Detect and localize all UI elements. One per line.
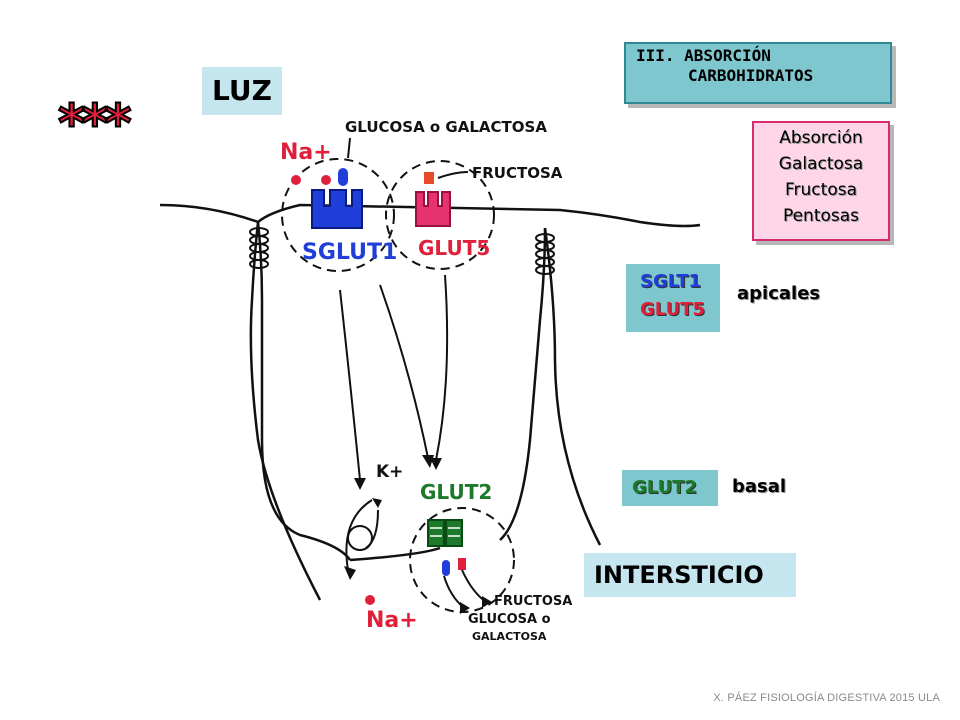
footer-credit: X. PÁEZ FISIOLOGÍA DIGESTIVA 2015 ULA — [713, 692, 940, 704]
glucosa-galactosa-label: GLUCOSA o GALACTOSA — [345, 118, 547, 136]
absorcion-item-fructosa: Fructosa — [785, 180, 857, 200]
glut5-transporter — [415, 172, 451, 227]
na-top-label: Na+ — [280, 140, 332, 165]
glucosa-pointer — [347, 137, 351, 159]
apical-transporters-box: SGLT1 GLUT5 — [626, 264, 720, 332]
pump-arrow-in — [372, 498, 382, 508]
glut2-label: GLUT2 — [420, 480, 493, 504]
apical-glut5: GLUT5 — [640, 299, 706, 320]
fructosa-pointer — [437, 171, 469, 179]
apical-membrane — [159, 203, 701, 228]
galactosa-label: GALACTOSA — [472, 630, 547, 643]
basal-membrane — [349, 546, 441, 562]
glucosa-o-label: GLUCOSA o — [468, 612, 551, 627]
sglut1-transporter — [311, 168, 363, 229]
title-line-1: III. ABSORCIÓN — [636, 46, 771, 65]
right-cell-wall — [499, 227, 547, 541]
k-label: K+ — [376, 462, 404, 482]
glut5-label: GLUT5 — [418, 236, 491, 260]
basal-label: basal — [732, 476, 787, 497]
na-bottom-label: Na+ — [366, 608, 418, 633]
absorcion-item-galactosa: Galactosa — [778, 154, 864, 174]
sglut1-dashed-circle — [281, 158, 395, 272]
glut2-transporter — [427, 519, 466, 576]
left-neighbor-wall — [249, 221, 322, 601]
sglut1-label: SGLUT1 — [302, 240, 398, 265]
fructosa-bottom-label: FRUCTOSA — [494, 594, 573, 609]
title-line-2: CARBOHIDRATOS — [688, 66, 814, 85]
absorcion-heading: Absorción — [779, 128, 863, 148]
apicales-label: apicales — [737, 283, 821, 304]
na-k-pump — [345, 499, 379, 571]
apical-sglt1: SGLT1 — [640, 271, 702, 292]
right-neighbor-wall — [543, 227, 602, 546]
na-dot-bottom — [365, 595, 375, 605]
exit-arrow-head-2 — [482, 596, 492, 608]
stars-marker: *** — [57, 94, 133, 154]
left-cell-wall — [256, 221, 352, 561]
transport-arrows — [339, 274, 449, 481]
absorcion-item-pentosas: Pentosas — [782, 206, 860, 226]
glut2-exit-arrows — [443, 569, 487, 609]
arrow-head-1 — [354, 478, 366, 490]
na-dot-top — [291, 175, 301, 185]
right-junction-coil — [535, 233, 555, 275]
absorcion-box: Absorción Galactosa Fructosa Pentosas — [752, 121, 890, 241]
arrow-head-3 — [430, 458, 442, 470]
section-title-box: III. ABSORCIÓN CARBOHIDRATOS — [624, 42, 892, 104]
luz-label: LUZ — [202, 67, 282, 115]
basal-glut2: GLUT2 — [622, 470, 718, 506]
left-junction-coil — [249, 227, 269, 269]
exit-arrow-head-1 — [460, 602, 470, 614]
pump-arrow-out — [344, 566, 356, 580]
fructosa-top-label: FRUCTOSA — [472, 164, 563, 182]
glut5-dashed-circle — [385, 160, 495, 270]
intersticio-label: INTERSTICIO — [584, 553, 796, 597]
